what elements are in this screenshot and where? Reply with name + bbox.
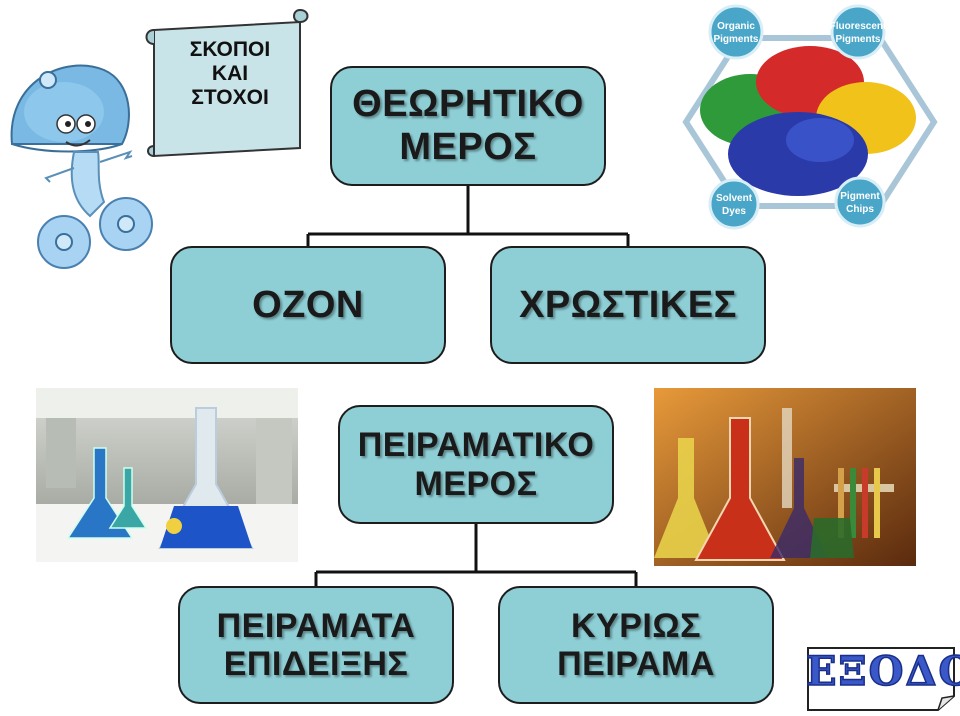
goals-scroll-text[interactable]: ΣΚΟΠΟΙ ΚΑΙ ΣΤΟΧΟΙ xyxy=(170,38,290,110)
ozone-mascot-illustration xyxy=(10,64,153,269)
experimental-line-1: ΠΕΙΡΑΜΑΤΙΚΟ xyxy=(357,426,595,465)
experimental-line-2: ΜΕΡΟΣ xyxy=(414,464,538,503)
organic-label-2: Pigments xyxy=(713,34,758,45)
main-experiment-box[interactable]: ΚΥΡΙΩΣ ΠΕΙΡΑΜΑ xyxy=(498,586,774,704)
main-experiment-line-1: ΚΥΡΙΩΣ xyxy=(570,606,702,645)
experimental-part-box[interactable]: ΠΕΙΡΑΜΑΤΙΚΟ ΜΕΡΟΣ xyxy=(338,405,614,524)
chips-label-2: Chips xyxy=(846,204,874,215)
chips-label-1: Pigment xyxy=(840,191,880,202)
theory-line-1: ΘΕΩΡΗΤΙΚΟ xyxy=(352,83,584,126)
dyes-box[interactable]: ΧΡΩΣΤΙΚΕΣ xyxy=(490,246,766,364)
demos-line-1: ΠΕΙΡΑΜΑΤΑ xyxy=(216,606,416,645)
fluorescent-label-1: Fluorescent xyxy=(830,21,887,32)
ozone-box[interactable]: ΟΖΟΝ xyxy=(170,246,446,364)
demonstration-experiments-box[interactable]: ΠΕΙΡΑΜΑΤΑ ΕΠΙΔΕΙΞΗΣ xyxy=(178,586,454,704)
theory-part-box[interactable]: ΘΕΩΡΗΤΙΚΟ ΜΕΡΟΣ xyxy=(330,66,606,186)
goals-line-2: ΚΑΙ xyxy=(211,62,249,86)
solvent-label-1: Solvent xyxy=(716,193,753,204)
goals-scroll-button[interactable] xyxy=(142,8,314,160)
goals-line-1: ΣΚΟΠΟΙ xyxy=(189,38,271,61)
solvent-label-2: Dyes xyxy=(722,206,746,217)
ozone-label: ΟΖΟΝ xyxy=(252,283,364,326)
pigments-diagram-image: Organic Pigments Fluorescent Pigments So… xyxy=(682,4,938,230)
theory-line-2: ΜΕΡΟΣ xyxy=(399,126,537,168)
laboratory-flasks-photo xyxy=(36,388,298,562)
goals-line-3: ΣΤΟΧΟΙ xyxy=(191,86,269,110)
fluorescent-label-2: Pigments xyxy=(835,34,880,45)
organic-label-1: Organic xyxy=(717,21,755,32)
demos-line-2: ΕΠΙΔΕΙΞΗΣ xyxy=(223,645,409,683)
exit-button[interactable] xyxy=(806,646,956,712)
exit-label[interactable]: ΕΞΟΔΟΣ xyxy=(805,647,960,696)
colored-flasks-photo xyxy=(654,388,916,566)
main-experiment-line-2: ΠΕΙΡΑΜΑ xyxy=(557,645,715,683)
dyes-label: ΧΡΩΣΤΙΚΕΣ xyxy=(519,283,737,326)
